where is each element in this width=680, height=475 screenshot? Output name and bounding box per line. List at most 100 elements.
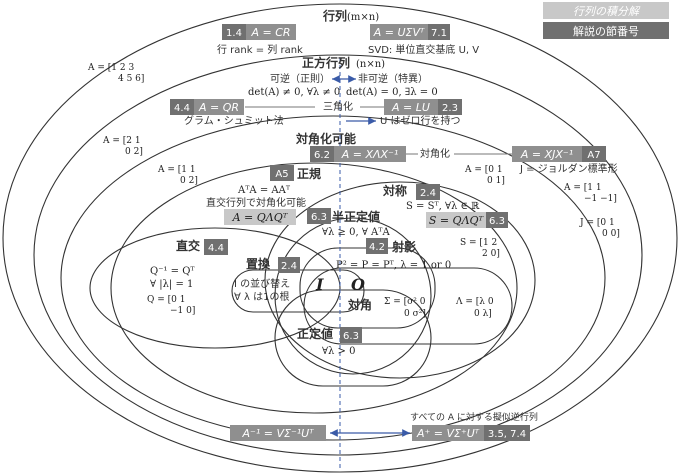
region-permutation — [231, 269, 365, 313]
svd-formula-box — [370, 24, 428, 40]
square-size: (n×n) — [356, 59, 385, 70]
symmetric-title: 対称 — [382, 183, 407, 198]
diagonal-lambda-row2: 0 λ] — [474, 309, 492, 319]
qr-note: グラム・シュミット法 — [184, 114, 284, 127]
symmetric-section: 2.4 — [420, 188, 436, 199]
permutation-note2: ∀ λ は1の根 — [234, 290, 289, 303]
legend: 行列の積分解 解説の節番号 — [543, 2, 669, 39]
permutation-section: 2.4 — [281, 261, 297, 272]
square-title: 正方行列 — [302, 55, 350, 70]
cr-formula: A = CR — [250, 26, 290, 39]
projection-section: 4.2 — [369, 242, 385, 253]
ellipse-square — [33, 54, 643, 456]
jordan-formula: A = XJX⁻¹ — [520, 148, 573, 161]
symmetric-formula-section: 6.3 — [489, 216, 505, 227]
det-nonzero: det(A) ≠ 0, ∀λ ≠ 0 — [248, 87, 340, 98]
pseudo-inverse-box — [412, 425, 484, 441]
cr-section-badge — [222, 24, 246, 40]
orthogonal-section: 4.4 — [208, 243, 224, 254]
projection-def: P² = P = Pᵀ, λ = 1 or 0 — [336, 260, 451, 271]
orthogonal-example-row2: −1 0] — [170, 306, 195, 316]
diag-example-right-row1: A = [0 1 — [464, 165, 503, 175]
diagonalizable-section-badge — [310, 146, 334, 162]
pd-section: 6.3 — [343, 331, 359, 342]
legend-section-label: 解説の節番号 — [573, 24, 639, 38]
diagonal-sigma-row1: Σ = [σ² 0 — [384, 297, 426, 307]
diag-example-left-row1: A = [1 1 — [157, 165, 196, 175]
normal-def: AᵀA = AAᵀ — [237, 185, 291, 196]
qr-formula-box — [194, 99, 244, 115]
svd-section: 7.1 — [431, 28, 447, 39]
diag-example-right2-row2: −1 −1] — [584, 194, 617, 204]
lu-note: U はゼロ行を持つ — [380, 114, 461, 127]
matrix-size: (m×n) — [347, 12, 379, 23]
normal-note: 直交行列で対角化可能 — [206, 196, 306, 209]
qr-formula: A = QR — [198, 101, 239, 114]
normal-section-badge — [270, 165, 294, 181]
square-example-row1: A = [2 1 — [102, 136, 141, 146]
psd-def: ∀λ ≥ 0, ∀ AᵀA — [322, 227, 390, 238]
permutation-title: 置換 — [246, 256, 271, 271]
diagonalizable-formula: A = XΛX⁻¹ — [341, 148, 399, 161]
pd-title: 正定値 — [297, 326, 333, 341]
det-zero: det(A) = 0, ∃λ = 0 — [346, 87, 438, 98]
matrix-example-row1: A = [1 2 3 — [87, 63, 134, 73]
jordan-formula-box — [512, 146, 582, 162]
ellipse-matrix — [2, 3, 678, 473]
normal-section: A5 — [275, 169, 288, 180]
diagonal-sigma-row2: 0 σ²] — [404, 309, 426, 319]
symmetric-formula-section-badge — [486, 212, 508, 228]
jordan-section-badge — [582, 146, 606, 162]
legend-section-swatch — [543, 22, 669, 39]
square-example-row2: 0 2] — [125, 147, 143, 157]
region-positive-definite — [274, 289, 432, 387]
diagonalizable-formula-box — [334, 146, 406, 162]
matrix-example-row2: 4 5 6] — [118, 74, 144, 84]
matrix-title: 行列 — [322, 8, 347, 23]
orthogonal-example-row1: Q = [0 1 — [147, 295, 185, 305]
diagonal-title: 対角 — [347, 297, 372, 312]
psd-section: 6.3 — [311, 212, 327, 223]
lu-formula-box — [384, 99, 438, 115]
svd-note: SVD: 単位直交基底 U, V — [368, 43, 479, 56]
normal-title: 正規 — [297, 166, 321, 181]
pseudo-inverse-formula: A⁺ = VΣ⁺Uᵀ — [416, 427, 480, 440]
ellipse-diagonalizable — [60, 115, 606, 441]
jordan-section: A7 — [587, 150, 600, 161]
ellipse-symmetric — [264, 181, 536, 379]
legend-decomposition-swatch — [543, 2, 669, 19]
inverse-formula: A⁻¹ = VΣ⁻¹Uᵀ — [242, 427, 315, 440]
cr-note: 行 rank = 列 rank — [217, 43, 303, 56]
invertible-label: 可逆（正則） — [270, 72, 330, 85]
psd-section-badge — [307, 208, 331, 224]
jordan-example-row2: 0 0] — [602, 229, 620, 239]
jordan-note: J = ジョルダン標準形 — [519, 162, 618, 175]
legend-decomposition-label: 行列の積分解 — [573, 5, 641, 18]
permutation-section-badge — [278, 257, 300, 273]
diag-example-right-row2: 0 1] — [487, 176, 505, 186]
qr-section-badge — [170, 99, 194, 115]
symmetric-example-row1: S = [1 2 — [460, 238, 497, 248]
cr-formula-box — [246, 24, 296, 40]
ellipse-orthogonal — [89, 227, 341, 349]
lu-section-badge — [438, 99, 462, 115]
svd-formula: A = UΣVᵀ — [373, 26, 425, 39]
identity-matrix: I — [315, 275, 324, 294]
orthogonal-def: Q⁻¹ = Qᵀ — [150, 266, 195, 277]
svd-section-badge — [428, 24, 450, 40]
inverse-formula-box — [230, 425, 326, 441]
psd-title: 半正定値 — [332, 209, 380, 224]
permutation-note1: I の並び替え — [234, 277, 290, 290]
pseudo-inverse-section: 3.5, 7.4 — [488, 429, 526, 440]
orthogonal-eig: ∀ |λ| = 1 — [150, 279, 193, 290]
lu-section: 2.3 — [442, 103, 458, 114]
diagonalizable-section: 6.2 — [314, 150, 330, 161]
normal-formula-box — [224, 209, 296, 225]
ellipse-psd — [274, 217, 432, 375]
symmetric-formula: S = QΛQᵀ — [429, 214, 485, 227]
qr-section: 4.4 — [174, 103, 190, 114]
diagonalizable-title: 対角化可能 — [295, 131, 356, 146]
diag-example-right2-row1: A = [1 1 — [563, 183, 602, 193]
cr-section: 1.4 — [226, 28, 242, 39]
